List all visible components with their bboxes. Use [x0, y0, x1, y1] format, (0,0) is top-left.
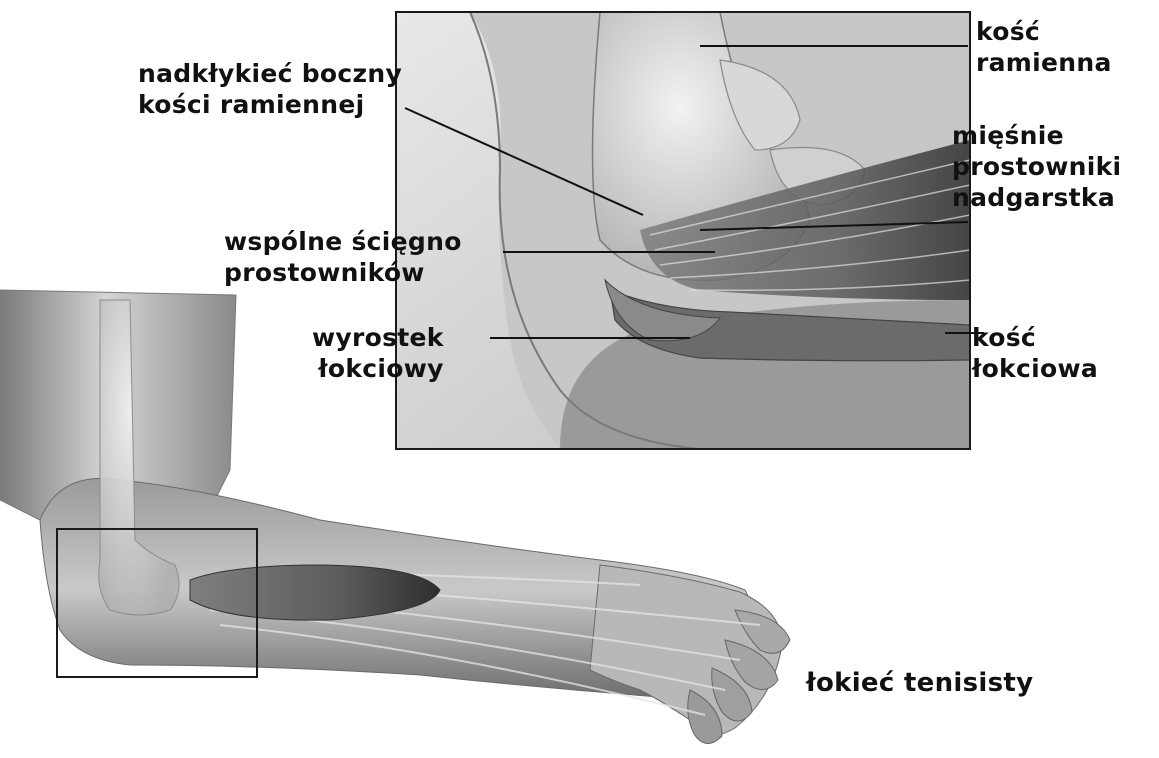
label-line: łokciowy [312, 353, 444, 384]
label-wrist-extensor-muscles: mięśnie prostowniki nadgarstka [952, 120, 1121, 213]
label-line: kości ramiennej [138, 89, 402, 120]
label-common-extensor-tendon: wspólne ścięgno prostowników [224, 226, 462, 288]
label-line: wspólne ścięgno [224, 226, 462, 257]
label-line: prostowników [224, 257, 462, 288]
label-line: wyrostek [312, 322, 444, 353]
label-line: ramienna [976, 47, 1112, 78]
label-line: łokciowa [972, 353, 1098, 384]
label-line: prostowniki [952, 151, 1121, 182]
label-line: kość [972, 322, 1098, 353]
label-line: nadkłykieć boczny [138, 58, 402, 89]
label-humerus: kość ramienna [976, 16, 1112, 78]
label-ulna: kość łokciowa [972, 322, 1098, 384]
inset-detail [396, 12, 970, 449]
label-lateral-epicondyle: nadkłykieć boczny kości ramiennej [138, 58, 402, 120]
diagram-title: łokieć tenisisty [806, 668, 1033, 699]
label-line: nadgarstka [952, 182, 1121, 213]
label-olecranon: wyrostek łokciowy [312, 322, 444, 384]
label-line: mięśnie [952, 120, 1121, 151]
label-line: kość [976, 16, 1112, 47]
